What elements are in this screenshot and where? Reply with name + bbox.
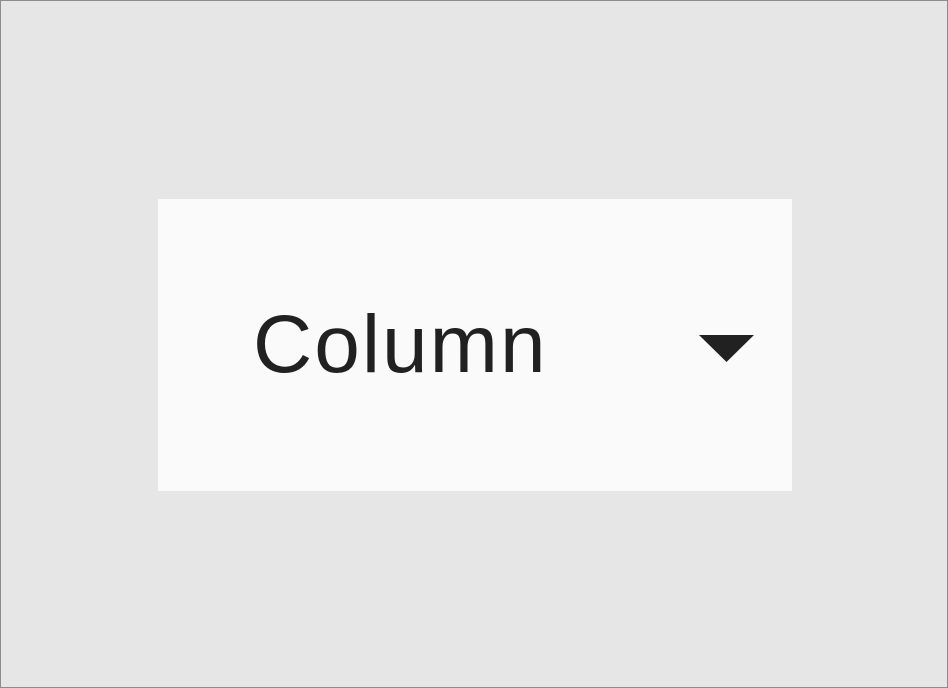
- select-value: Column: [253, 299, 548, 390]
- arrow-drop-down-icon[interactable]: [699, 335, 754, 362]
- column-select[interactable]: Column: [158, 199, 792, 491]
